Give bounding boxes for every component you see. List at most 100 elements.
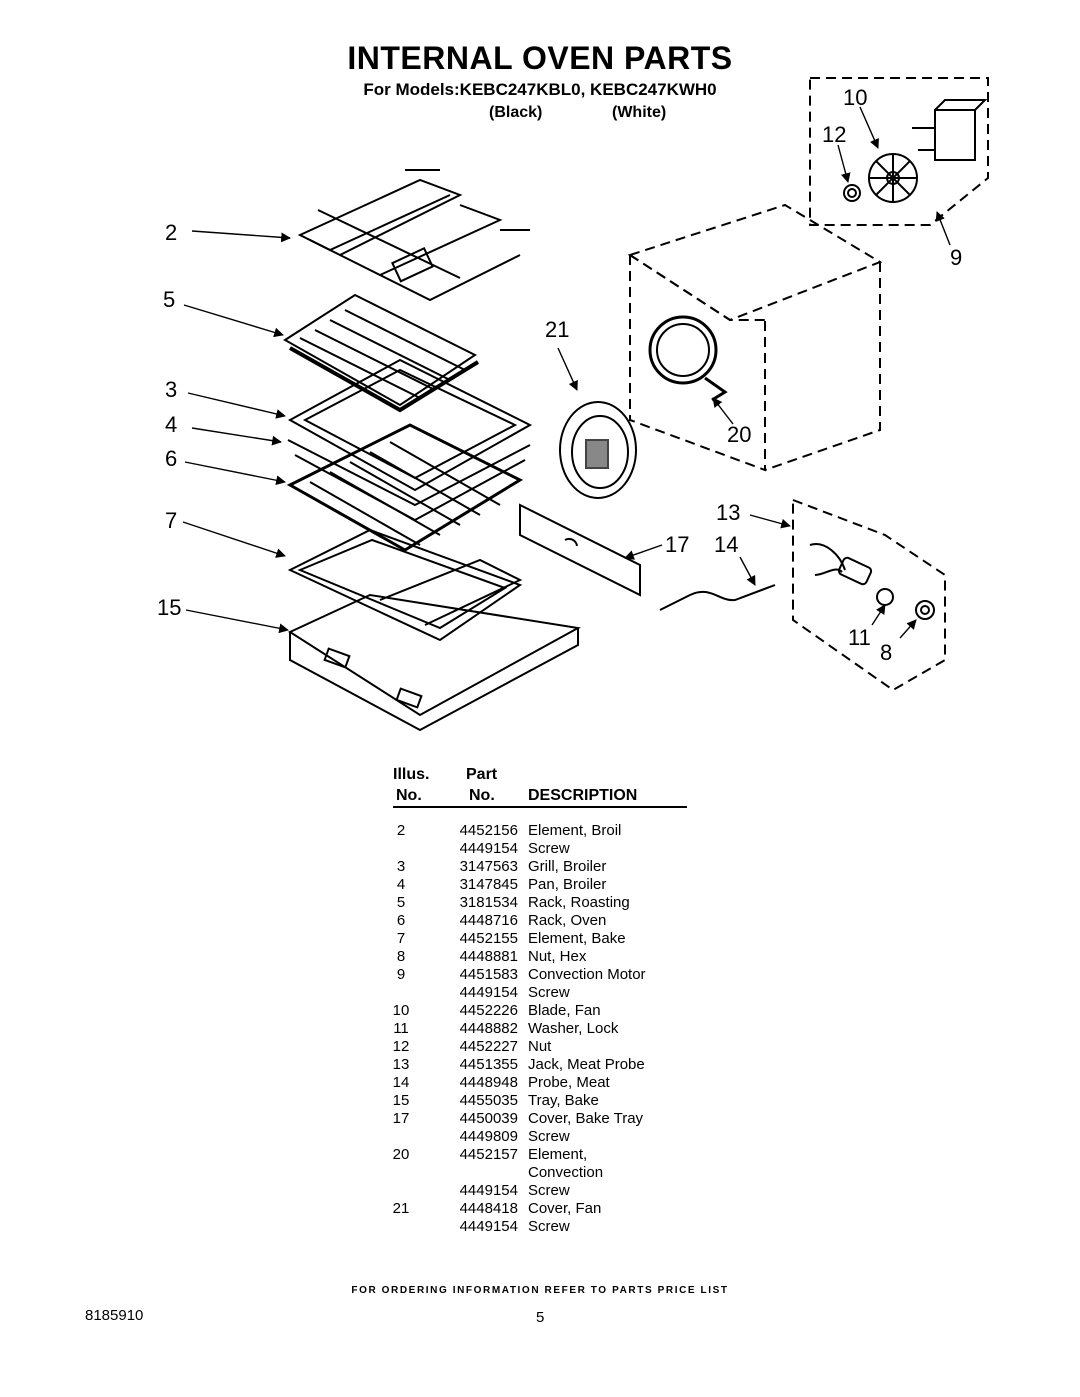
illus-no: 21 xyxy=(392,1200,410,1217)
part-no: 4449154 xyxy=(459,984,518,1001)
part-description: Convection Motor xyxy=(528,966,646,983)
part-description: Cover, Bake Tray xyxy=(528,1110,644,1127)
convection-motor xyxy=(912,99,988,161)
callout-12: 12 xyxy=(822,122,846,147)
illus-no: 7 xyxy=(396,930,406,947)
part-description: Jack, Meat Probe xyxy=(528,1056,645,1073)
illus-no: 2 xyxy=(396,822,406,839)
illus-no xyxy=(380,840,422,858)
callout-7: 7 xyxy=(165,508,177,533)
part-no: 4451583 xyxy=(459,966,518,983)
illus-no: 14 xyxy=(392,1074,410,1091)
part-no: 4448716 xyxy=(459,912,518,929)
fan-cover xyxy=(559,401,637,499)
color-label-white: (White) xyxy=(612,104,667,121)
part-description: Washer, Lock xyxy=(528,1020,619,1037)
part-description: Rack, Oven xyxy=(528,912,607,929)
header-illus: Illus. xyxy=(393,766,430,783)
callout-5: 5 xyxy=(163,287,175,312)
callout-11: 11 xyxy=(848,625,871,650)
broil-element xyxy=(297,169,530,302)
broiler-grill xyxy=(287,358,533,492)
table-row: 4449809 Screw xyxy=(380,1128,700,1146)
part-no: 4449154 xyxy=(459,1218,518,1235)
part-description: Convection xyxy=(528,1164,604,1181)
part-description: Element, Broil xyxy=(528,822,622,839)
color-label-black: (Black) xyxy=(489,104,543,121)
meat-probe xyxy=(659,584,776,611)
part-no: 4449809 xyxy=(459,1128,518,1145)
callout-3: 3 xyxy=(165,377,177,402)
header-description: DESCRIPTION xyxy=(528,787,638,804)
fan-blade xyxy=(868,153,918,203)
callout-21: 21 xyxy=(545,317,569,342)
hex-nut xyxy=(915,600,935,620)
part-no xyxy=(422,1164,528,1182)
table-row: 4 3147845 Pan, Broiler xyxy=(380,876,700,894)
bake-element xyxy=(287,528,523,642)
part-description: Screw xyxy=(528,1218,570,1235)
part-description: Pan, Broiler xyxy=(528,876,607,893)
part-no: 3147563 xyxy=(459,858,518,875)
bake-tray-cover xyxy=(519,503,641,597)
part-description: Screw xyxy=(528,1182,570,1199)
callout-9: 9 xyxy=(950,245,962,270)
callout-2: 2 xyxy=(165,220,177,245)
header-part: Part xyxy=(466,766,498,783)
illus-no: 10 xyxy=(392,1002,410,1019)
illus-no: 15 xyxy=(392,1092,410,1109)
ordering-note: FOR ORDERING INFORMATION REFER TO PARTS … xyxy=(351,1285,729,1296)
part-no: 4455035 xyxy=(459,1092,518,1109)
part-description: Screw xyxy=(528,1128,570,1145)
part-no: 4448881 xyxy=(459,948,518,965)
callout-8: 8 xyxy=(880,640,892,665)
convection-element xyxy=(648,315,728,402)
callout-13: 13 xyxy=(716,500,740,525)
part-no: 4450039 xyxy=(459,1110,518,1127)
lock-washer xyxy=(876,588,894,606)
table-row: 4449154 Screw xyxy=(380,1218,700,1236)
illus-no xyxy=(380,984,422,1002)
page-number: 5 xyxy=(536,1309,545,1326)
illus-no: 17 xyxy=(392,1110,410,1127)
part-no: 3147845 xyxy=(459,876,518,893)
part-no: 4448418 xyxy=(459,1200,518,1217)
illus-no: 3 xyxy=(396,858,406,875)
illus-no xyxy=(380,1218,422,1236)
header-illus-no: No. xyxy=(396,787,422,804)
oven-cavity xyxy=(627,203,883,472)
illus-no: 12 xyxy=(392,1038,410,1055)
part-description: Rack, Roasting xyxy=(528,894,630,911)
callout-6: 6 xyxy=(165,446,177,471)
part-description: Tray, Bake xyxy=(528,1092,599,1109)
table-row: Convection xyxy=(380,1164,700,1182)
part-no: 4451355 xyxy=(459,1056,518,1073)
part-no: 4448882 xyxy=(459,1020,518,1037)
model-numbers: For Models:KEBC247KBL0, KEBC247KWH0 xyxy=(363,80,717,99)
illus-no xyxy=(380,1128,422,1146)
illus-no: 8 xyxy=(396,948,406,965)
table-row: 21 4448418 Cover, Fan xyxy=(380,1200,700,1218)
illus-no: 4 xyxy=(396,876,406,893)
part-description: Cover, Fan xyxy=(528,1200,602,1217)
convection-motor-group xyxy=(809,77,989,226)
part-no: 4452227 xyxy=(459,1038,518,1055)
callout-10: 10 xyxy=(843,85,867,110)
document-number: 8185910 xyxy=(85,1307,144,1324)
meat-probe-jack xyxy=(809,543,873,586)
table-row: 15 4455035 Tray, Bake xyxy=(380,1092,700,1110)
table-header-rule xyxy=(393,806,687,808)
part-no: 4452155 xyxy=(459,930,518,947)
